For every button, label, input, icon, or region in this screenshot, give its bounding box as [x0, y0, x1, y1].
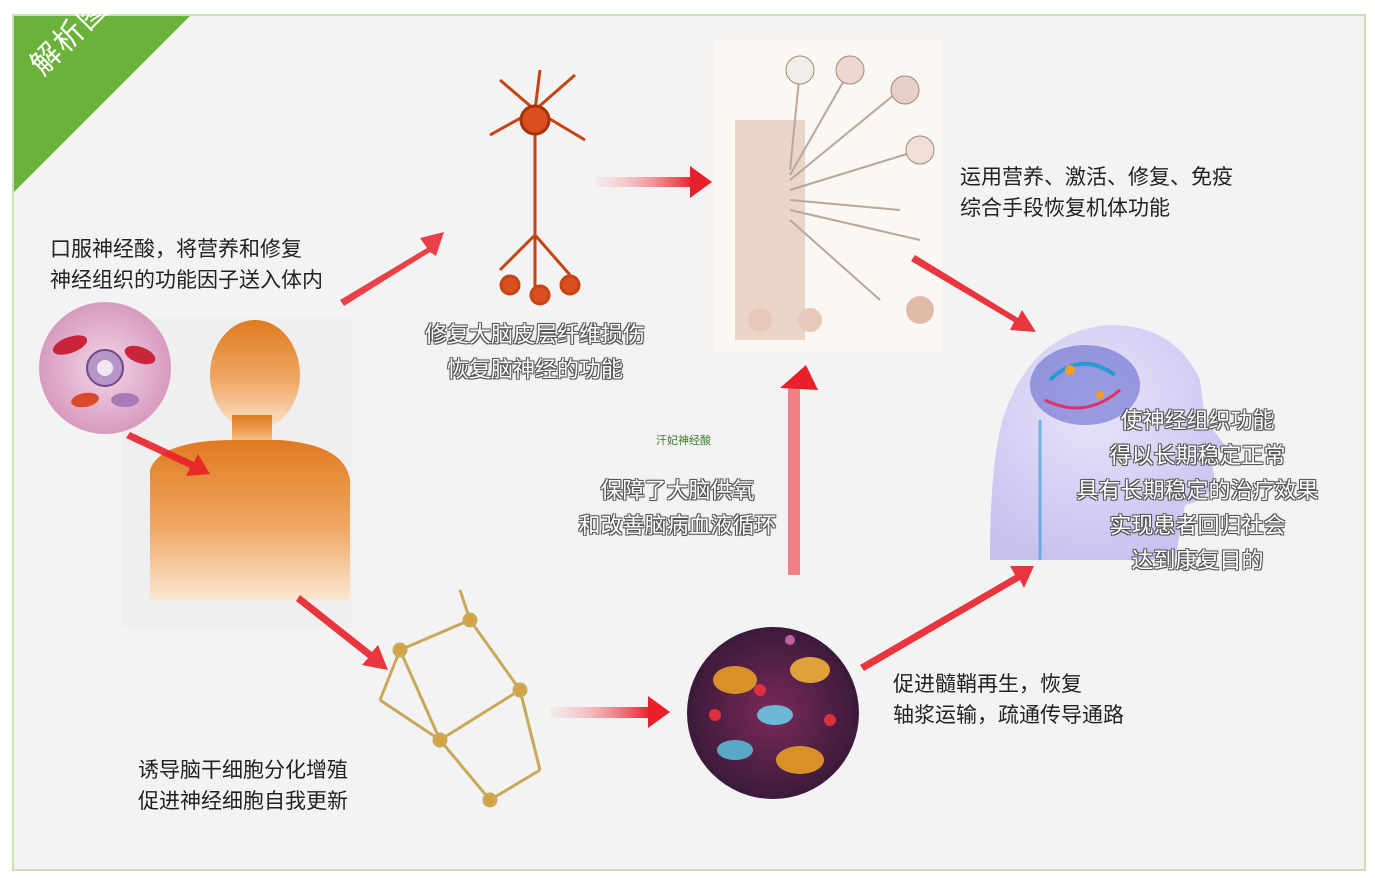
neural-network-illustration: [378, 589, 542, 808]
arrow-cell-to-body: [126, 432, 210, 476]
human-body-silhouette: [122, 318, 352, 628]
step-comprehensive-line1: 运用营养、激活、修复、免疫: [960, 165, 1233, 189]
step-outcome-line3: 具有长期稳定的治疗效果: [1076, 479, 1319, 504]
step-cortex-line1: 修复大脑皮层纤维损伤: [424, 323, 645, 348]
arrow-network-to-tissue: [550, 696, 670, 728]
head-brain-illustration: [990, 325, 1225, 560]
step-myelin-line2: 轴浆运输，疏通传导通路: [893, 703, 1124, 727]
arrow-nerves-to-head: [911, 255, 1036, 332]
arrow-neuron-to-nerves: [595, 166, 712, 198]
step-stemcell-line2: 促进神经细胞自我更新: [138, 789, 348, 813]
watermark-text: 汗妃神经酸: [656, 434, 711, 447]
step-oxygen-line1: 保障了大脑供氧: [600, 479, 755, 504]
step-myelin-line1: 促进髓鞘再生，恢复: [893, 672, 1082, 696]
step-outcome-text: 使神经组织功能 得以长期稳定正常 具有长期稳定的治疗效果 实现患者回归社会 达到…: [1060, 404, 1335, 579]
arrows: [126, 166, 1036, 728]
step-stemcell-text: 诱导脑干细胞分化增殖 促进神经细胞自我更新: [138, 755, 348, 817]
step-outcome-line2: 得以长期稳定正常: [1109, 444, 1286, 469]
arrow-body-to-neuron: [340, 232, 444, 306]
cell-illustration: [39, 302, 171, 434]
step-oxygen-text: 保障了大脑供氧 和改善脑病血液循环: [560, 474, 795, 544]
step-oxygen-line2: 和改善脑病血液循环: [578, 514, 777, 539]
nerve-tissue-illustration: [687, 627, 859, 799]
step-outcome-line4: 实现患者回归社会: [1109, 514, 1286, 539]
cranial-nerve-illustration: [713, 40, 943, 352]
step-stemcell-line1: 诱导脑干细胞分化增殖: [138, 758, 348, 782]
step-comprehensive-text: 运用营养、激活、修复、免疫 综合手段恢复机体功能: [960, 162, 1233, 224]
step-outcome-line5: 达到康复目的: [1131, 549, 1264, 574]
step-cortex-line2: 恢复脑神经的功能: [446, 358, 623, 383]
neuron-illustration: [489, 69, 586, 306]
step-intake-line1: 口服神经酸，将营养和修复: [50, 237, 302, 261]
arrow-tissue-to-head: [860, 566, 1034, 671]
step-cortex-text: 修复大脑皮层纤维损伤 恢复脑神经的功能: [405, 318, 665, 388]
step-myelin-text: 促进髓鞘再生，恢复 轴浆运输，疏通传导通路: [893, 669, 1124, 731]
step-outcome-line1: 使神经组织功能: [1120, 409, 1275, 434]
arrow-body-to-network: [296, 595, 388, 670]
badge-triangle: [14, 16, 190, 192]
step-comprehensive-line2: 综合手段恢复机体功能: [960, 196, 1170, 220]
arrow-tissue-to-nerves: [780, 365, 818, 575]
step-intake-text: 口服神经酸，将营养和修复 神经组织的功能因子送入体内: [50, 234, 323, 296]
step-intake-line2: 神经组织的功能因子送入体内: [50, 268, 323, 292]
